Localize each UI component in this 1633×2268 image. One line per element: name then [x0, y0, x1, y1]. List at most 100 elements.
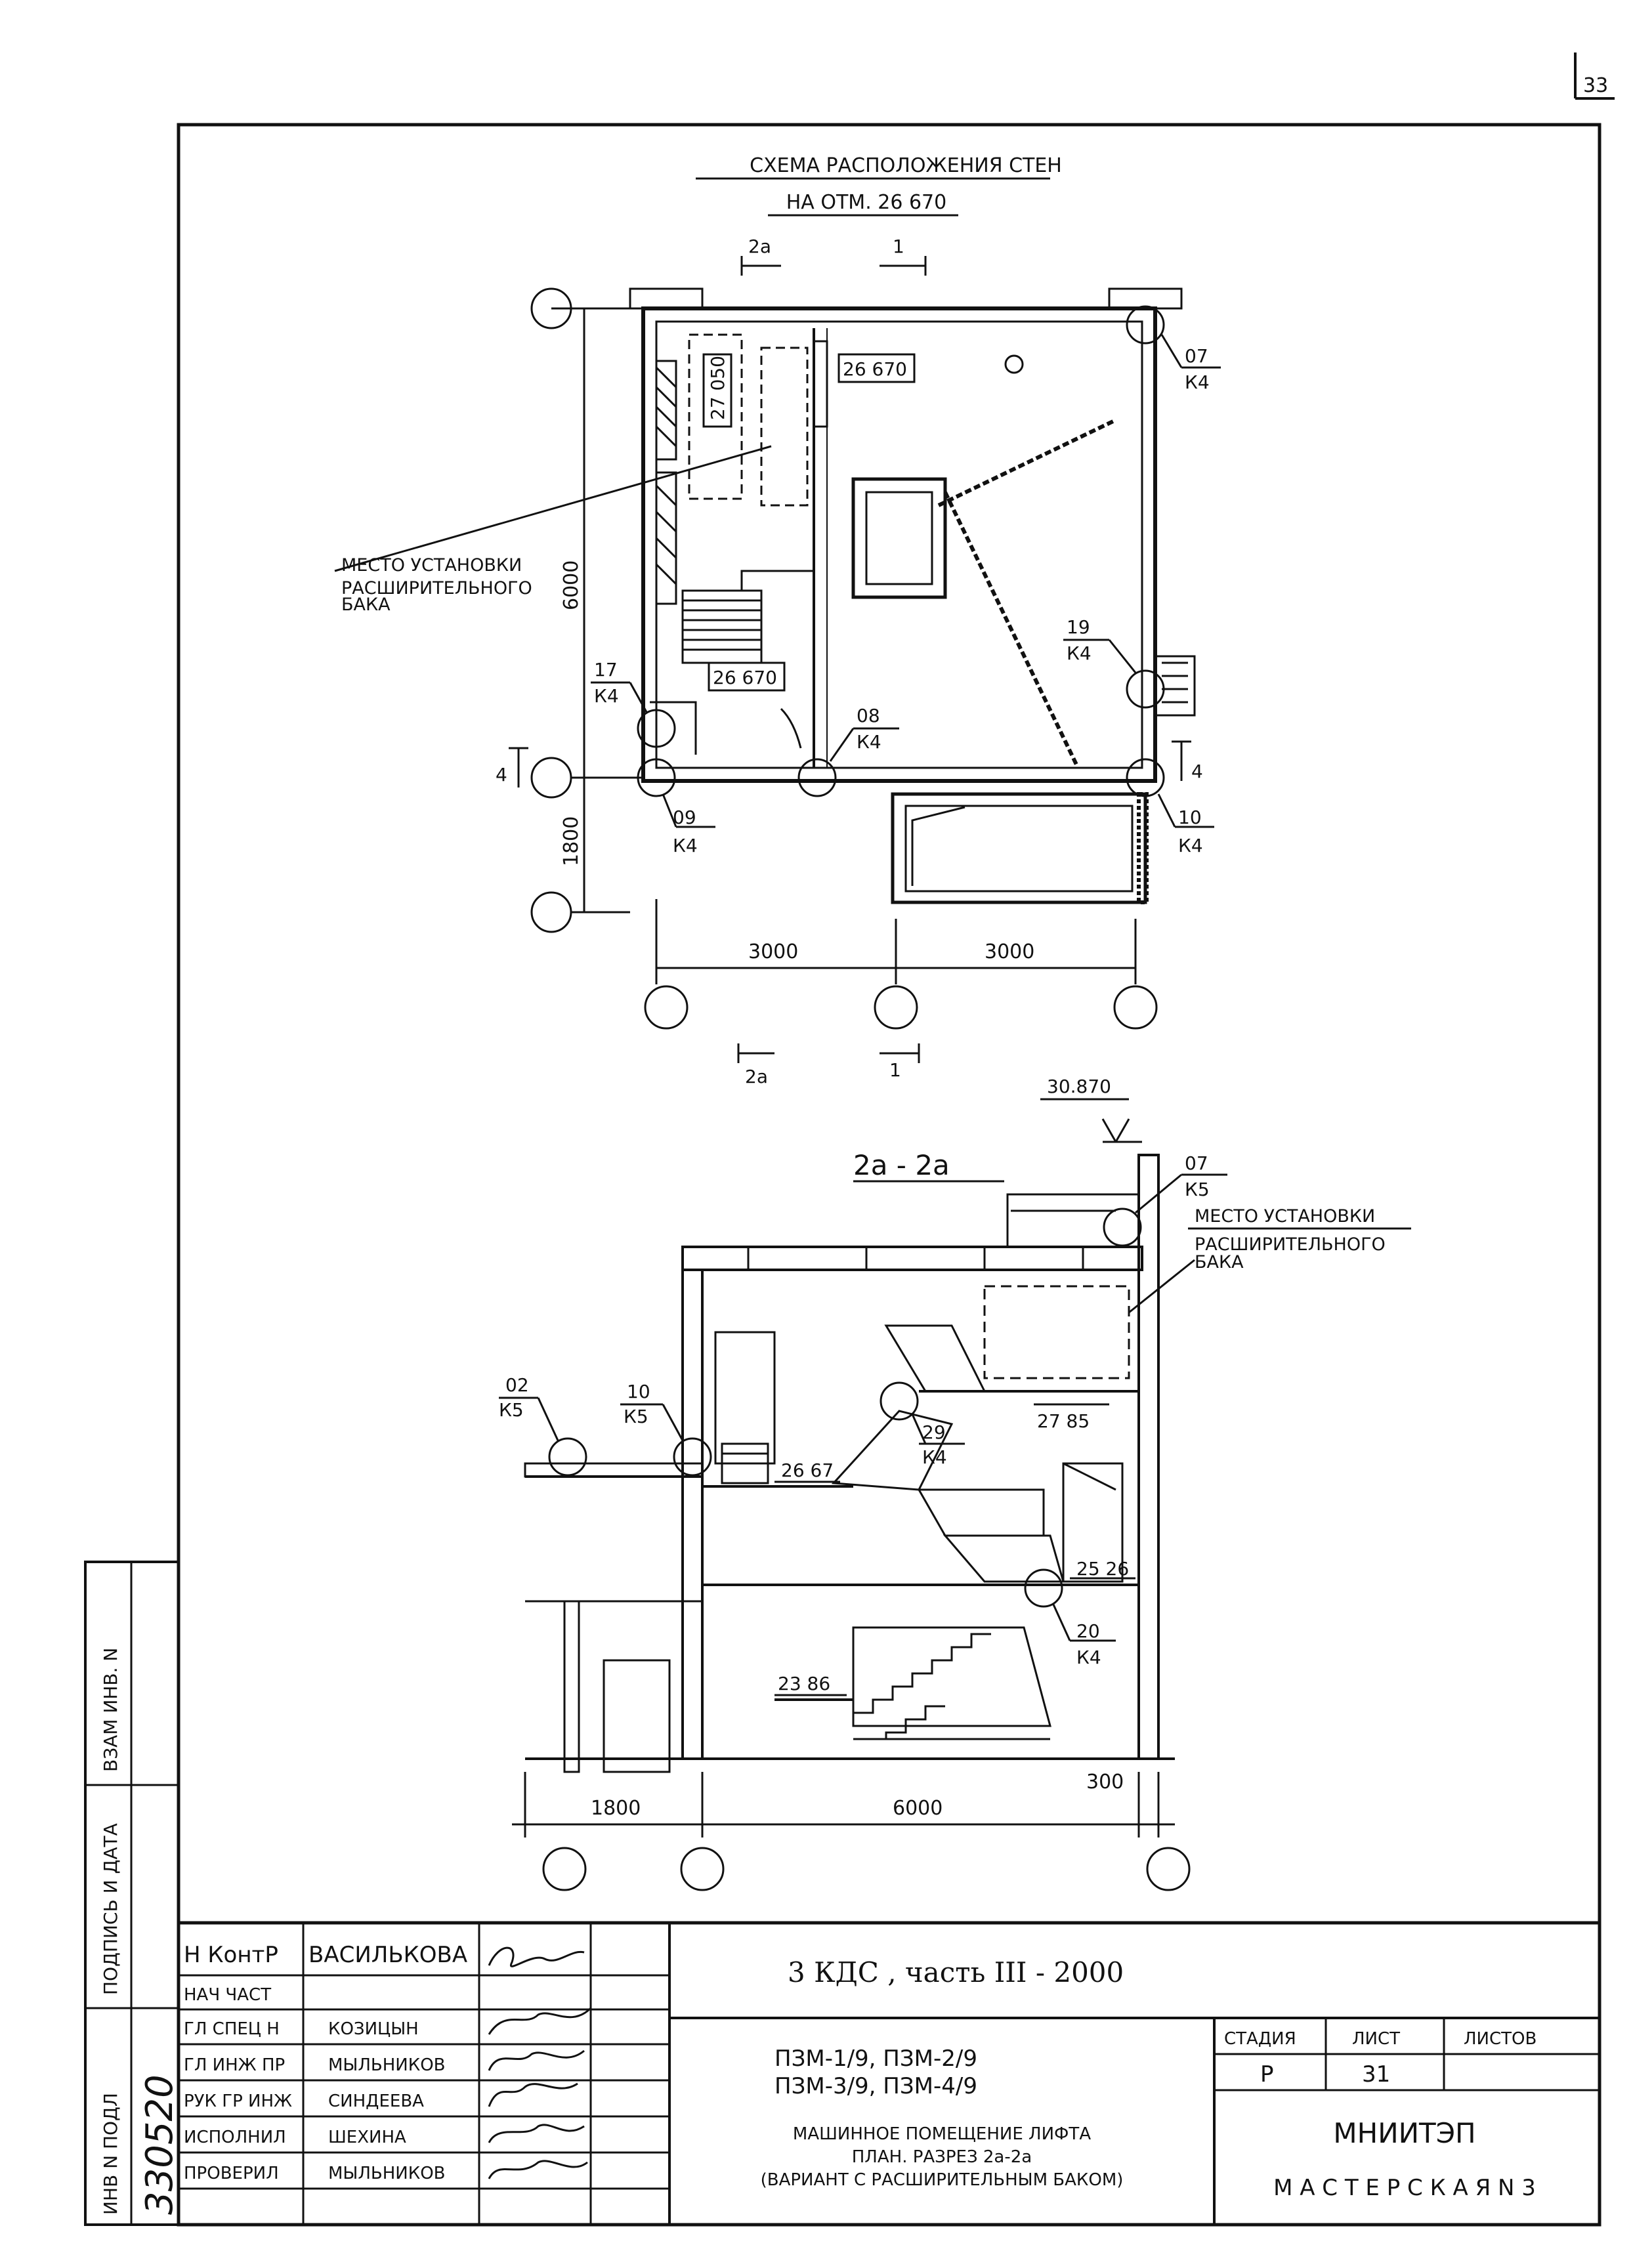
- signature-vasilkova: [488, 1946, 585, 1967]
- signature-mylnikov-2: [488, 2160, 588, 2179]
- section-node-29-num: 29: [922, 1421, 946, 1443]
- plan-node-08-num: 08: [857, 705, 880, 726]
- drawing-name-l2: ПЛАН. РАЗРЕЗ 2а-2а: [852, 2147, 1032, 2167]
- section-node-10-sheet: К5: [624, 1406, 648, 1427]
- section-node-07-sheet: К5: [1185, 1179, 1210, 1200]
- node-callout-circle: [1126, 758, 1165, 797]
- grid-axis-marker: [530, 287, 572, 329]
- plan-node-09-num: 09: [673, 807, 696, 828]
- section-node-02-sheet: К5: [499, 1399, 524, 1421]
- staff-role-1: НАЧ ЧАСТ: [184, 1985, 271, 2005]
- staff-role-3: ГЛ ИНЖ ПР: [184, 2055, 285, 2075]
- cut-1-top: 1: [893, 236, 904, 257]
- section-top-level: 30.870: [1047, 1076, 1111, 1097]
- section-tank-label-l1: МЕСТО УСТАНОВКИ: [1195, 1206, 1375, 1227]
- plan-level-26670-a: 26 670: [843, 358, 907, 380]
- staff-role-4: РУК ГР ИНЖ: [184, 2091, 292, 2111]
- drawing-codes-l1: ПЗМ-1/9, ПЗМ-2/9: [774, 2046, 977, 2072]
- plan-dim-3000-a: 3000: [748, 940, 798, 963]
- section-node-20-num: 20: [1076, 1620, 1100, 1642]
- section-title: 2а - 2а: [853, 1149, 950, 1181]
- node-callout-circle: [880, 1381, 919, 1421]
- staff-name-3: МЫЛЬНИКОВ: [328, 2055, 446, 2075]
- plan-node-19-sheet: К4: [1067, 642, 1092, 664]
- section-level-2386: 23 86: [778, 1673, 830, 1694]
- side-field-podpis-data: ПОДПИСЬ И ДАТА: [100, 1823, 121, 1995]
- grid-axis-marker: [530, 757, 572, 799]
- node-callout-circle: [797, 758, 837, 797]
- node-callout-circle: [1126, 305, 1165, 345]
- plan-view: СХЕМА РАСПОЛОЖЕНИЯ СТЕН НА ОТМ. 26 670 2…: [334, 154, 1221, 1087]
- plan-node-19-num: 19: [1067, 616, 1090, 638]
- plan-node-07-sheet: К4: [1185, 371, 1210, 393]
- section-dim-6000: 6000: [893, 1797, 943, 1820]
- side-field-inv-podl: ИНВ N ПОДЛ: [100, 2093, 121, 2215]
- side-field-vzam-inv: ВЗАМ ИНВ. N: [100, 1648, 121, 1772]
- cut-2a-top: 2а: [748, 236, 771, 257]
- plan-node-08-sheet: К4: [857, 731, 881, 753]
- side-stamp: ВЗАМ ИНВ. N ПОДПИСЬ И ДАТА ИНВ N ПОДЛ 33…: [84, 1561, 181, 2226]
- section-tank-label-l2: РАСШИРИТЕЛЬНОГО: [1195, 1234, 1386, 1255]
- staff-role-0: Н КонтР: [184, 1942, 278, 1968]
- project-title: 3 КДС , часть III - 2000: [788, 1956, 1124, 1988]
- node-callout-circle: [1126, 669, 1165, 709]
- section-level-2526: 25 26: [1076, 1558, 1129, 1580]
- plan-dim-3000-b: 3000: [985, 940, 1034, 963]
- staff-role-6: ПРОВЕРИЛ: [184, 2164, 279, 2183]
- plan-node-10-num: 10: [1178, 807, 1202, 828]
- staff-name-2: КОЗИЦЫН: [328, 2019, 419, 2039]
- sheet-header: ЛИСТ: [1352, 2029, 1400, 2049]
- drawing-name-l3: (ВАРИАНТ С РАСШИРИТЕЛЬНЫМ БАКОМ): [761, 2170, 1124, 2190]
- stage-value: Р: [1260, 2061, 1274, 2088]
- inventory-number: 330520: [138, 2074, 181, 2215]
- node-callout-circle: [637, 758, 676, 797]
- plan-title-line2: НА ОТМ. 26 670: [786, 191, 946, 214]
- plan-tank-label-l3: БАКА: [341, 595, 391, 615]
- node-callout-circle: [548, 1437, 587, 1477]
- section-node-10-num: 10: [627, 1381, 650, 1402]
- plan-level-26670-b: 26 670: [713, 667, 777, 688]
- plan-tank-label-l1: МЕСТО УСТАНОВКИ: [341, 555, 522, 576]
- workshop-name: М А С Т Е Р С К А Я N 3: [1273, 2175, 1536, 2201]
- plan-dim-1800: 1800: [560, 816, 583, 866]
- cut-4-right: 4: [1191, 761, 1203, 782]
- page-number: 33: [1583, 74, 1608, 97]
- section-node-29-sheet: К4: [922, 1446, 947, 1468]
- node-callout-circle: [673, 1437, 712, 1477]
- grid-axis-marker: [644, 985, 689, 1030]
- signature-mylnikov-1: [488, 2049, 585, 2071]
- plan-dim-6000: 6000: [560, 560, 583, 610]
- cut-2a-bottom: 2а: [745, 1066, 768, 1087]
- stage-header: СТАДИЯ: [1224, 2029, 1296, 2049]
- section-node-07-num: 07: [1185, 1152, 1208, 1174]
- grid-axis-marker: [1146, 1847, 1191, 1891]
- plan-node-17-num: 17: [594, 659, 618, 681]
- section-node-20-sheet: К4: [1076, 1647, 1101, 1668]
- staff-role-2: ГЛ СПЕЦ Н: [184, 2019, 280, 2039]
- cut-1-bottom: 1: [889, 1059, 901, 1081]
- staff-name-4: СИНДЕЕВА: [328, 2091, 424, 2111]
- staff-role-5: ИСПОЛНИЛ: [184, 2128, 286, 2147]
- plan-tank-label-l2: РАСШИРИТЕЛЬНОГО: [341, 578, 532, 598]
- staff-name-5: ШЕХИНА: [328, 2128, 406, 2147]
- grid-axis-marker: [1113, 985, 1158, 1030]
- sheets-header: ЛИСТОВ: [1464, 2029, 1537, 2049]
- plan-title-line1: СХЕМА РАСПОЛОЖЕНИЯ СТЕН: [750, 154, 1062, 177]
- section-node-02-num: 02: [505, 1374, 529, 1396]
- plan-level-27050: 27 050: [707, 356, 729, 420]
- grid-axis-marker: [542, 1847, 587, 1891]
- plan-node-17-sheet: К4: [594, 685, 619, 707]
- node-callout-circle: [1024, 1568, 1063, 1608]
- signature-sindeeva: [488, 2082, 578, 2107]
- plan-node-07-num: 07: [1185, 345, 1208, 367]
- section-tank-label-l3: БАКА: [1195, 1252, 1244, 1272]
- section-view: 2а - 2а 30.870: [499, 1076, 1411, 1891]
- plan-node-09-sheet: К4: [673, 835, 698, 856]
- node-callout-circle: [637, 709, 676, 748]
- section-level-2667: 26 67: [781, 1460, 834, 1481]
- sheet-value: 31: [1362, 2061, 1390, 2088]
- drawing-name-l1: МАШИННОЕ ПОМЕЩЕНИЕ ЛИФТА: [793, 2124, 1091, 2144]
- title-block: Н КонтР ВАСИЛЬКОВА НАЧ ЧАСТ ГЛ СПЕЦ Н КО…: [177, 1921, 1601, 2227]
- drawing-codes-l2: ПЗМ-3/9, ПЗМ-4/9: [774, 2073, 977, 2099]
